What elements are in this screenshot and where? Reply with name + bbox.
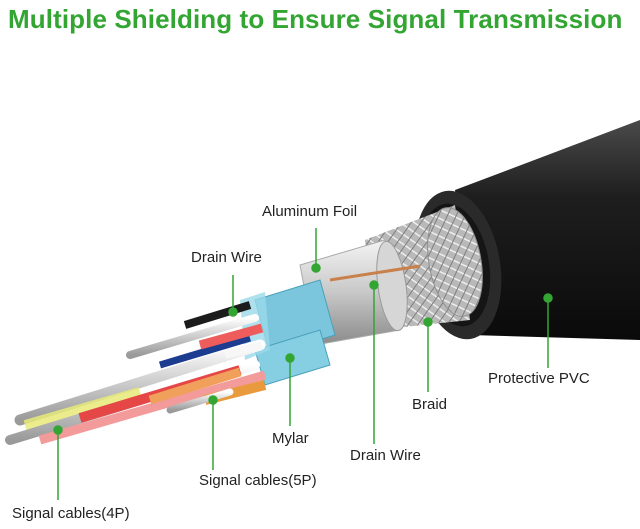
callout-dot-aluminum-foil	[311, 263, 321, 273]
label-mylar: Mylar	[272, 430, 309, 447]
callout-leaders	[53, 228, 553, 500]
callout-dot-mylar	[285, 353, 295, 363]
label-aluminum-foil: Aluminum Foil	[262, 203, 358, 220]
callout-dot-signal-cables-4p	[53, 425, 63, 435]
label-protective-pvc: Protective PVC	[488, 370, 590, 387]
label-signal-cables-5p: Signal cables(5P)	[199, 472, 317, 489]
callout-dot-braid	[423, 317, 433, 327]
label-braid: Braid	[412, 396, 448, 413]
callout-dot-drain-wire-top	[228, 307, 238, 317]
label-drain-wire-bottom: Drain Wire	[350, 447, 421, 464]
page-title: Multiple Shielding to Ensure Signal Tran…	[8, 4, 623, 34]
signal-conductors	[5, 301, 267, 445]
callout-dot-drain-wire-bottom	[369, 280, 379, 290]
label-drain-wire-top: Drain Wire	[191, 249, 262, 266]
callout-dot-signal-cables-5p	[208, 395, 218, 405]
label-signal-cables-4p: Signal cables(4P)	[12, 505, 130, 522]
callout-dot-protective-pvc	[543, 293, 553, 303]
inner-drain-wire	[329, 264, 421, 282]
